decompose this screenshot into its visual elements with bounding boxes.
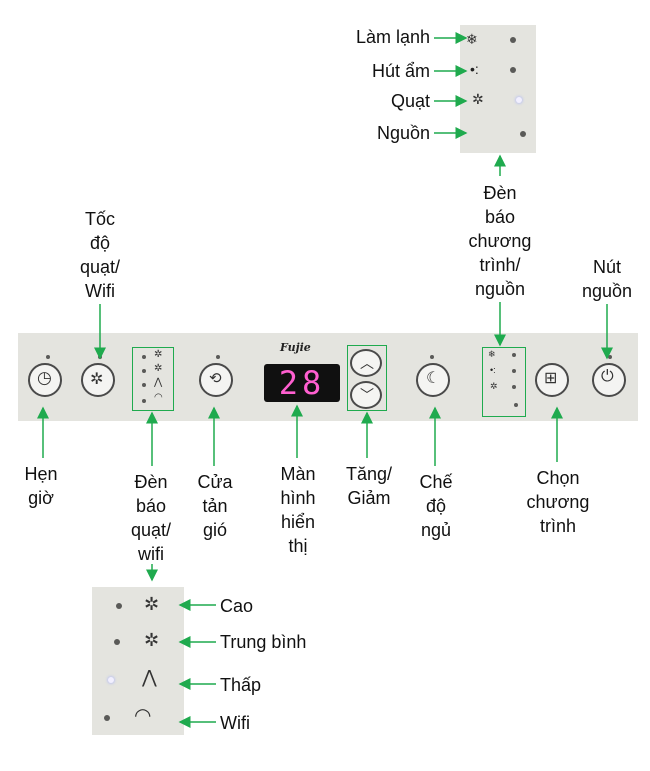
indicator-dot	[116, 603, 122, 609]
fan-high-icon: ✲	[144, 594, 160, 614]
indicator-dot	[142, 369, 146, 373]
indicator-dot	[114, 639, 120, 645]
power-icon: ⏻	[601, 368, 614, 385]
label-hut-am: Hút ẩm	[371, 61, 430, 81]
label-wifi: Wifi	[220, 713, 250, 733]
updown-highlight	[347, 345, 387, 411]
fan-low-icon: ⋀	[154, 377, 163, 388]
indicator-dot	[512, 369, 516, 373]
indicator-dot-lit	[108, 677, 114, 683]
indicator-dot	[46, 355, 50, 359]
label-nguon: Nguồn	[376, 123, 430, 143]
program-indicator-inset: ❄ •: ✲	[460, 25, 536, 153]
indicator-dot	[216, 355, 220, 359]
fan-icon: ✲	[472, 91, 484, 107]
fan-icon: ✲	[90, 371, 104, 388]
droplets-icon: •:	[490, 365, 496, 375]
fan-indicators: ✲ ✲ ⋀ ◠	[136, 349, 172, 411]
decrease-button[interactable]: ﹀	[350, 381, 382, 409]
chevron-up-icon: ︿	[360, 355, 374, 371]
indicator-dot-lit	[516, 97, 522, 103]
select-program-button[interactable]: ⊞	[535, 363, 569, 397]
wifi-icon: ◠	[134, 705, 152, 727]
control-panel: ◷ ✲ ✲ ✲ ⋀ ◠ ⟲ Fujie 28 ︿ ﹀ ☾ ❄ •: ✲	[18, 333, 638, 421]
fan-low-icon: ⋀	[142, 667, 157, 687]
indicator-dot	[142, 383, 146, 387]
fan-medium-icon: ✲	[144, 630, 160, 650]
indicator-dot	[510, 67, 516, 73]
indicator-dot	[520, 131, 526, 137]
indicator-dot	[430, 355, 434, 359]
program-indicators: ❄ •: ✲	[484, 349, 524, 415]
timer-button[interactable]: ◷	[28, 363, 62, 397]
display-value: 28	[278, 364, 326, 402]
wifi-icon: ◠	[154, 392, 163, 403]
indicator-dot	[510, 37, 516, 43]
fan-speed-button[interactable]: ✲	[81, 363, 115, 397]
fan-indicator-highlight	[132, 347, 174, 411]
increase-button[interactable]: ︿	[350, 349, 382, 377]
droplets-icon: •:	[470, 61, 479, 77]
power-button[interactable]: ⏻	[592, 363, 626, 397]
snowflake-icon: ❄	[466, 31, 478, 47]
moon-face-icon: ☾	[426, 370, 441, 387]
label-trung-binh: Trung bình	[220, 632, 307, 652]
chevron-down-icon: ﹀	[360, 387, 374, 403]
louver-icon: ⟲	[209, 370, 222, 387]
indicator-dot	[512, 353, 516, 357]
label-thap: Thấp	[220, 675, 262, 695]
label-quat: Quạt	[390, 91, 430, 111]
fan-speed-inset: ✲ ✲ ⋀ ◠	[92, 587, 184, 735]
fan-high-icon: ✲	[154, 349, 163, 360]
indicator-dot	[512, 385, 516, 389]
program-indicator-highlight	[482, 347, 526, 417]
indicator-dot	[104, 715, 110, 721]
fan-medium-icon: ✲	[154, 363, 163, 374]
grid-icon: ⊞	[544, 370, 558, 387]
sleep-mode-button[interactable]: ☾	[416, 363, 450, 397]
snowflake-icon: ❄	[488, 349, 496, 359]
clock-icon: ◷	[37, 368, 52, 387]
indicator-dot	[142, 355, 146, 359]
brand-logo: Fujie	[280, 341, 311, 354]
label-lam-lanh: Làm lạnh	[355, 27, 430, 47]
temperature-display: 28	[264, 364, 340, 402]
label-cao: Cao	[220, 596, 254, 616]
vent-button[interactable]: ⟲	[199, 363, 233, 397]
fan-icon: ✲	[490, 381, 498, 391]
indicator-dot	[514, 403, 518, 407]
indicator-dot	[142, 399, 146, 403]
